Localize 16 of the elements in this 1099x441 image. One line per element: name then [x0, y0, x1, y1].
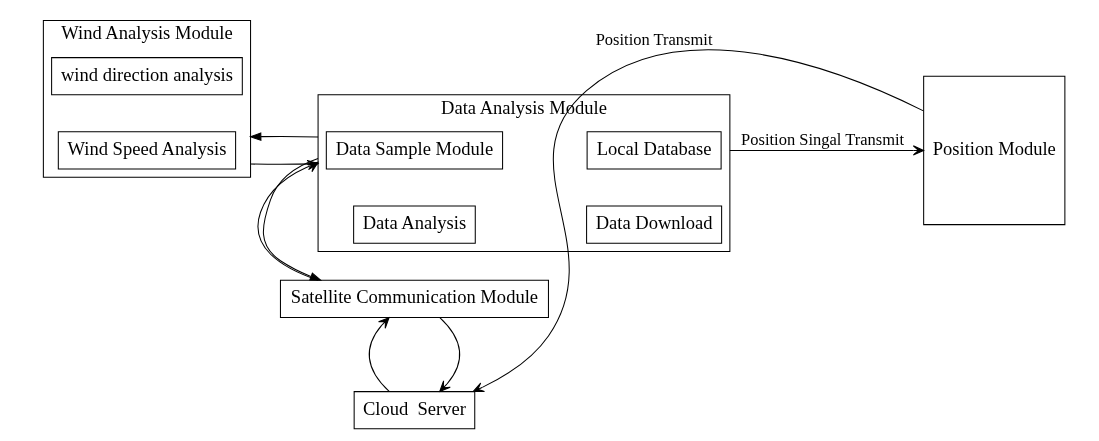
arrow [438, 317, 460, 392]
arrow [728, 145, 924, 156]
node-box: Wind Speed Analysis [57, 131, 236, 170]
node-box: wind direction analysis [50, 57, 243, 96]
arrow [472, 49, 924, 392]
node-box: Local Database [586, 131, 722, 170]
edge-label: Position Singal Transmit [740, 130, 904, 150]
node-box: Data Analysis [352, 205, 476, 244]
node-box: Position Module [922, 75, 1065, 226]
node-box: Cloud Server [353, 391, 475, 430]
node-box: Data Download [585, 205, 722, 244]
arrow [248, 132, 319, 141]
arrow [368, 317, 390, 392]
node-box: Data Sample Module [325, 131, 503, 170]
node-box: Satellite Communication Module [279, 279, 549, 318]
edge-label: Position Transmit [595, 30, 713, 50]
